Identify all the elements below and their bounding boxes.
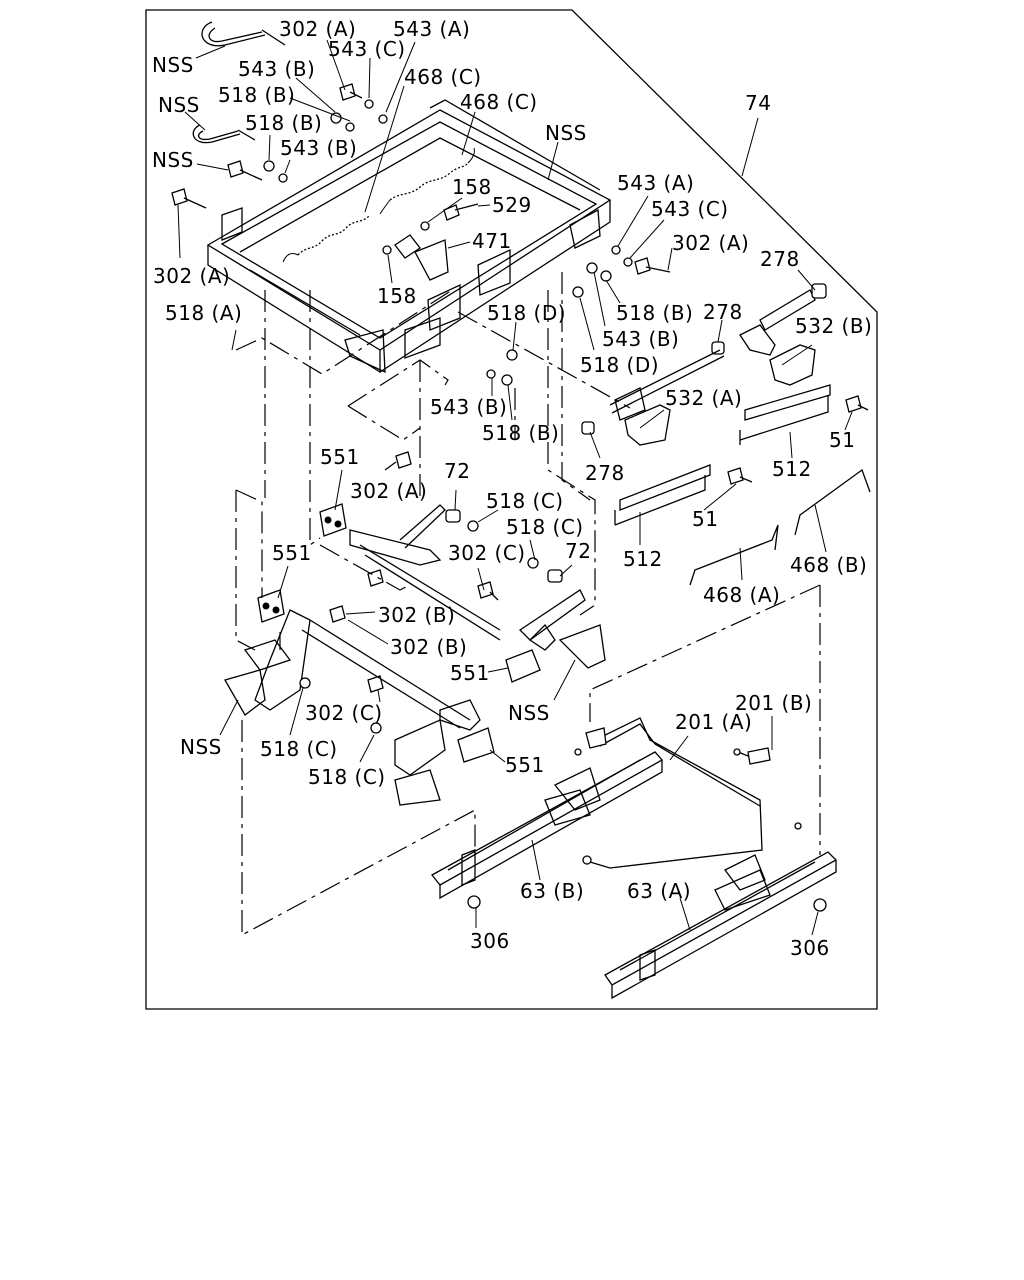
label-543b: 543 (B): [238, 57, 315, 81]
label-63a: 63 (A): [627, 879, 691, 903]
label-518c: 518 (C): [506, 515, 584, 539]
label-468c: 468 (C): [404, 65, 482, 89]
label-532a: 532 (A): [665, 386, 742, 410]
label-302b: 302 (B): [378, 603, 455, 627]
label-518c: 518 (C): [260, 737, 338, 761]
label-512: 512: [772, 457, 812, 481]
label-nss: NSS: [152, 53, 194, 77]
label-51: 51: [829, 428, 855, 452]
label-518c: 518 (C): [308, 765, 386, 789]
label-nss: NSS: [180, 735, 222, 759]
label-302a: 302 (A): [153, 264, 230, 288]
label-302a: 302 (A): [350, 479, 427, 503]
label-532b: 532 (B): [795, 314, 872, 338]
part-labels: 74 NSS NSS NSS NSS NSS NSS 302 (A) 543 (…: [152, 17, 872, 960]
seat-rails: [431, 717, 838, 1000]
label-302b: 302 (B): [390, 635, 467, 659]
label-543b: 543 (B): [602, 327, 679, 351]
label-74: 74: [745, 91, 771, 115]
label-543a: 543 (A): [617, 171, 694, 195]
seat-frame: [206, 99, 612, 374]
label-543a: 543 (A): [393, 17, 470, 41]
leader-74: [741, 117, 759, 177]
label-158: 158: [377, 284, 417, 308]
label-278: 278: [703, 300, 743, 324]
leader-lines: [177, 39, 853, 936]
label-278: 278: [760, 247, 800, 271]
label-518d: 518 (D): [487, 301, 566, 325]
label-543b: 543 (B): [280, 136, 357, 160]
label-158: 158: [452, 175, 492, 199]
label-302c: 302 (C): [448, 541, 526, 565]
label-306: 306: [470, 929, 510, 953]
label-302a: 302 (A): [279, 17, 356, 41]
label-468a: 468 (A): [703, 583, 780, 607]
label-518b: 518 (B): [218, 83, 295, 107]
label-201b: 201 (B): [735, 691, 812, 715]
label-551: 551: [272, 541, 312, 565]
label-512: 512: [623, 547, 663, 571]
middle-linkage: [224, 451, 606, 806]
label-518b: 518 (B): [616, 301, 693, 325]
label-nss: NSS: [545, 121, 587, 145]
label-518d: 518 (D): [580, 353, 659, 377]
label-nss: NSS: [158, 93, 200, 117]
label-518b: 518 (B): [482, 421, 559, 445]
label-551: 551: [450, 661, 490, 685]
label-551: 551: [320, 445, 360, 469]
label-543c: 543 (C): [651, 197, 729, 221]
label-529: 529: [492, 193, 532, 217]
diagram-border: [145, 9, 878, 1010]
label-551: 551: [505, 753, 545, 777]
label-471: 471: [472, 229, 512, 253]
label-51: 51: [692, 507, 718, 531]
label-302a: 302 (A): [672, 231, 749, 255]
label-63b: 63 (B): [520, 879, 584, 903]
label-306: 306: [790, 936, 830, 960]
label-468b: 468 (B): [790, 553, 867, 577]
label-72: 72: [565, 539, 591, 563]
right-hardware: [486, 245, 871, 586]
label-518a: 518 (A): [165, 301, 242, 325]
label-201a: 201 (A): [675, 710, 752, 734]
label-nss: NSS: [152, 148, 194, 172]
label-278: 278: [585, 461, 625, 485]
alignment-lines: [235, 272, 821, 937]
label-518b: 518 (B): [245, 111, 322, 135]
label-543b: 543 (B): [430, 395, 507, 419]
label-468c: 468 (C): [460, 90, 538, 114]
label-543c: 543 (C): [328, 37, 406, 61]
label-518c: 518 (C): [486, 489, 564, 513]
label-302c: 302 (C): [305, 701, 383, 725]
label-72: 72: [444, 459, 470, 483]
label-nss: NSS: [508, 701, 550, 725]
